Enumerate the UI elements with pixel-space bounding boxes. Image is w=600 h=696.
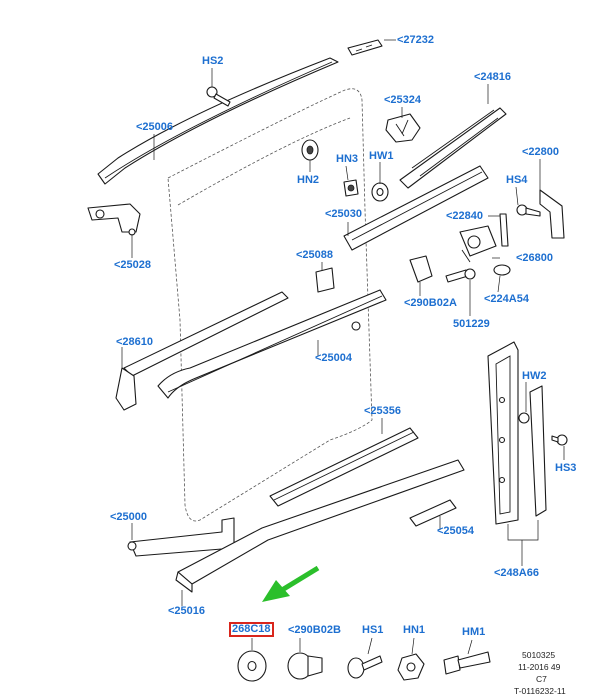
door-panel-outline (167, 88, 373, 522)
bolt-hs4 (516, 204, 541, 217)
callout-hn3: HN3 (336, 153, 359, 165)
callout-25016: <25016 (168, 605, 206, 617)
callout-22800: <22800 (522, 146, 560, 158)
callout-290b02a: <290B02A (404, 297, 457, 309)
callout-hn2: HN2 (297, 174, 320, 186)
track-24816 (399, 107, 507, 189)
callout-501229: 501229 (453, 318, 490, 330)
seal-248a66 (487, 341, 519, 525)
track-25030 (343, 165, 489, 251)
bolt-501229 (445, 268, 476, 283)
callout-hm1: HM1 (462, 626, 486, 638)
callout-hs1: HS1 (362, 624, 384, 636)
callout-268c18: 268C18 (229, 622, 274, 637)
callout-25324: <25324 (384, 94, 422, 106)
callout-hs4: HS4 (506, 174, 528, 186)
footer-ref-line2: 11-2016 49 (518, 662, 561, 672)
washer-hw2 (518, 412, 530, 424)
nut-hn3 (343, 179, 359, 197)
washer-hw1 (371, 182, 389, 202)
screw-hs1 (347, 655, 383, 679)
upper-rail-25006 (97, 57, 339, 185)
door-panel-inner-line (177, 117, 351, 206)
callout-27232: <27232 (397, 34, 435, 46)
callout-25004: <25004 (315, 352, 353, 364)
cap-224a54 (493, 264, 511, 276)
guide-25324 (385, 113, 421, 143)
callout-25028: <25028 (114, 259, 152, 271)
callout-224a54: <224A54 (484, 293, 529, 305)
block-25088 (315, 267, 335, 293)
callout-hw2: HW2 (522, 370, 547, 382)
callout-24816: <24816 (474, 71, 512, 83)
callout-290b02b: <290B02B (288, 624, 341, 636)
strap-25054 (409, 499, 457, 527)
callout-25006: <25006 (136, 121, 174, 133)
arm-25000 (127, 517, 235, 557)
callout-22840: <22840 (446, 210, 484, 222)
roller-26800 (459, 225, 497, 263)
callout-26800: <26800 (516, 252, 554, 264)
screw-25004 (351, 321, 361, 331)
callout-25356: <25356 (364, 405, 402, 417)
nut-hn2 (301, 139, 319, 161)
footer-ref-line4: T-0116232-11 (514, 686, 566, 696)
pin-22840 (499, 213, 509, 247)
washer-268c18 (237, 650, 267, 682)
bolt-hm1 (443, 651, 491, 675)
lower-rail-28610 (115, 291, 289, 411)
leader-lines (121, 39, 565, 655)
callout-25054: <25054 (437, 525, 475, 537)
callout-hs2: HS2 (202, 55, 224, 67)
callout-25030: <25030 (325, 208, 363, 220)
bracket-22800 (539, 189, 565, 239)
lower-guide-25004 (157, 289, 387, 399)
bracket-248a66 (507, 520, 539, 541)
hinge-25028 (87, 203, 141, 236)
block-290b02a (409, 255, 433, 283)
callout-hs3: HS3 (555, 462, 577, 474)
callout-25088: <25088 (296, 249, 334, 261)
screw-hs2 (206, 86, 231, 107)
step-25016 (175, 459, 465, 593)
callout-hn1: HN1 (403, 624, 426, 636)
callout-28610: <28610 (116, 336, 154, 348)
callout-25000: <25000 (110, 511, 148, 523)
sill-25356 (269, 427, 419, 507)
clip-27232 (347, 39, 383, 56)
callout-248a66: <248A66 (494, 567, 539, 579)
cap-290b02b (287, 652, 323, 680)
footer-ref-line1: 5010325 (522, 650, 556, 660)
callout-hw1: HW1 (369, 150, 394, 162)
seal-strip-248a66 (529, 385, 547, 517)
footer-ref-line3: C7 (536, 674, 547, 684)
direction-arrow (262, 565, 320, 602)
screw-hs3 (551, 434, 568, 446)
nut-hn1 (397, 653, 425, 681)
